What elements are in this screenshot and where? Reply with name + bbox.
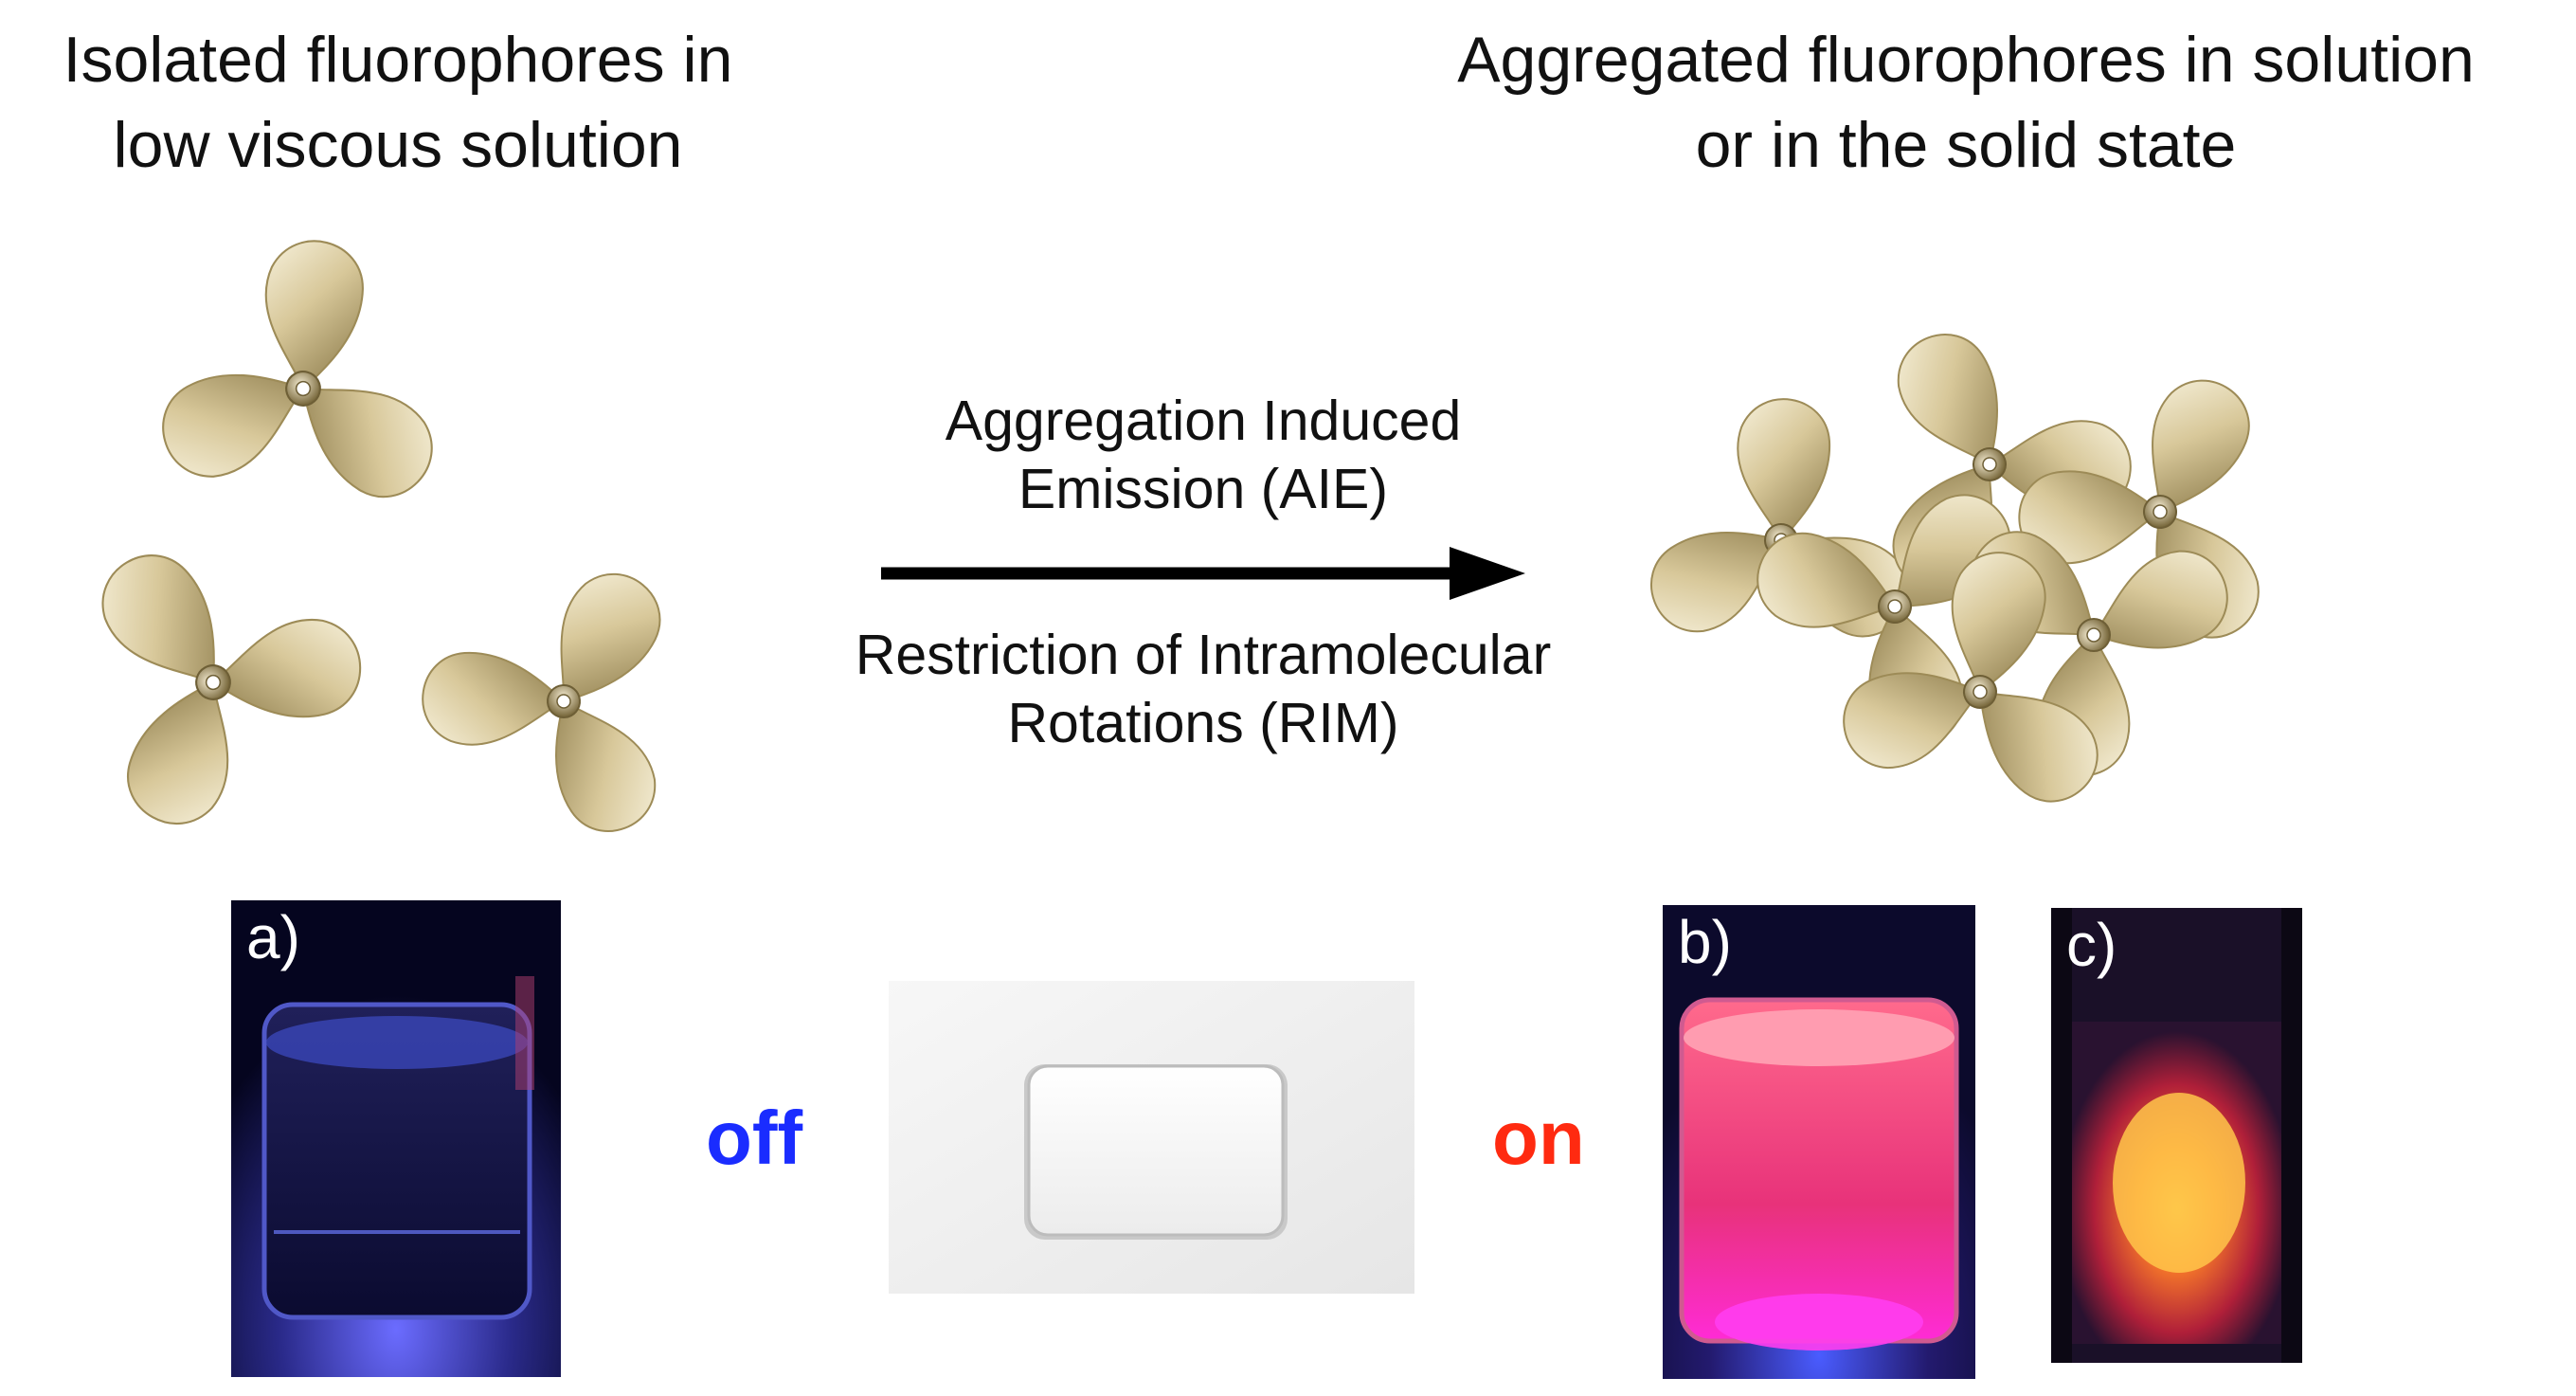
rim-label-line-2: Rotations (RIM) (1007, 692, 1399, 754)
isolated-heading-line-2: low viscous solution (113, 109, 683, 181)
vial-photo-a: a) (231, 900, 561, 1377)
vial-photo-b: b) (1663, 905, 1975, 1379)
arrow-right-icon (881, 547, 1525, 600)
solid-photo-c: c) (2051, 908, 2302, 1363)
on-label: on (1492, 1096, 1585, 1180)
aggregated-heading-line-1: Aggregated fluorophores in solution (1457, 24, 2475, 96)
rim-label: Restriction of Intramolecular Rotations … (777, 621, 1630, 757)
vial-a-illustration (231, 900, 561, 1377)
aie-label: Aggregation Induced Emission (AIE) (777, 387, 1630, 523)
aggregated-heading: Aggregated fluorophores in solution or i… (1364, 17, 2567, 188)
panel-label-a: a) (246, 903, 300, 971)
isolated-heading: Isolated fluorophores in low viscous sol… (0, 17, 796, 188)
panel-label-c: c) (2066, 911, 2117, 979)
isolated-heading-line-1: Isolated fluorophores in (63, 24, 733, 96)
solid-c-illustration (2051, 908, 2302, 1363)
propeller-icon (379, 504, 739, 853)
vial-b-illustration (1663, 905, 1975, 1379)
aggregated-propellers (1630, 294, 2366, 825)
light-switch-icon (889, 981, 1414, 1294)
panel-label-b: b) (1678, 908, 1732, 976)
propeller-icon (57, 474, 416, 853)
aggregated-heading-line-2: or in the solid state (1695, 109, 2237, 181)
isolated-propellers (57, 208, 739, 853)
aie-label-line-1: Aggregation Induced (945, 390, 1462, 452)
aie-label-line-2: Emission (AIE) (1018, 458, 1389, 520)
off-label: off (706, 1096, 803, 1180)
propeller-icon (129, 208, 495, 554)
rim-label-line-1: Restriction of Intramolecular (855, 624, 1552, 686)
